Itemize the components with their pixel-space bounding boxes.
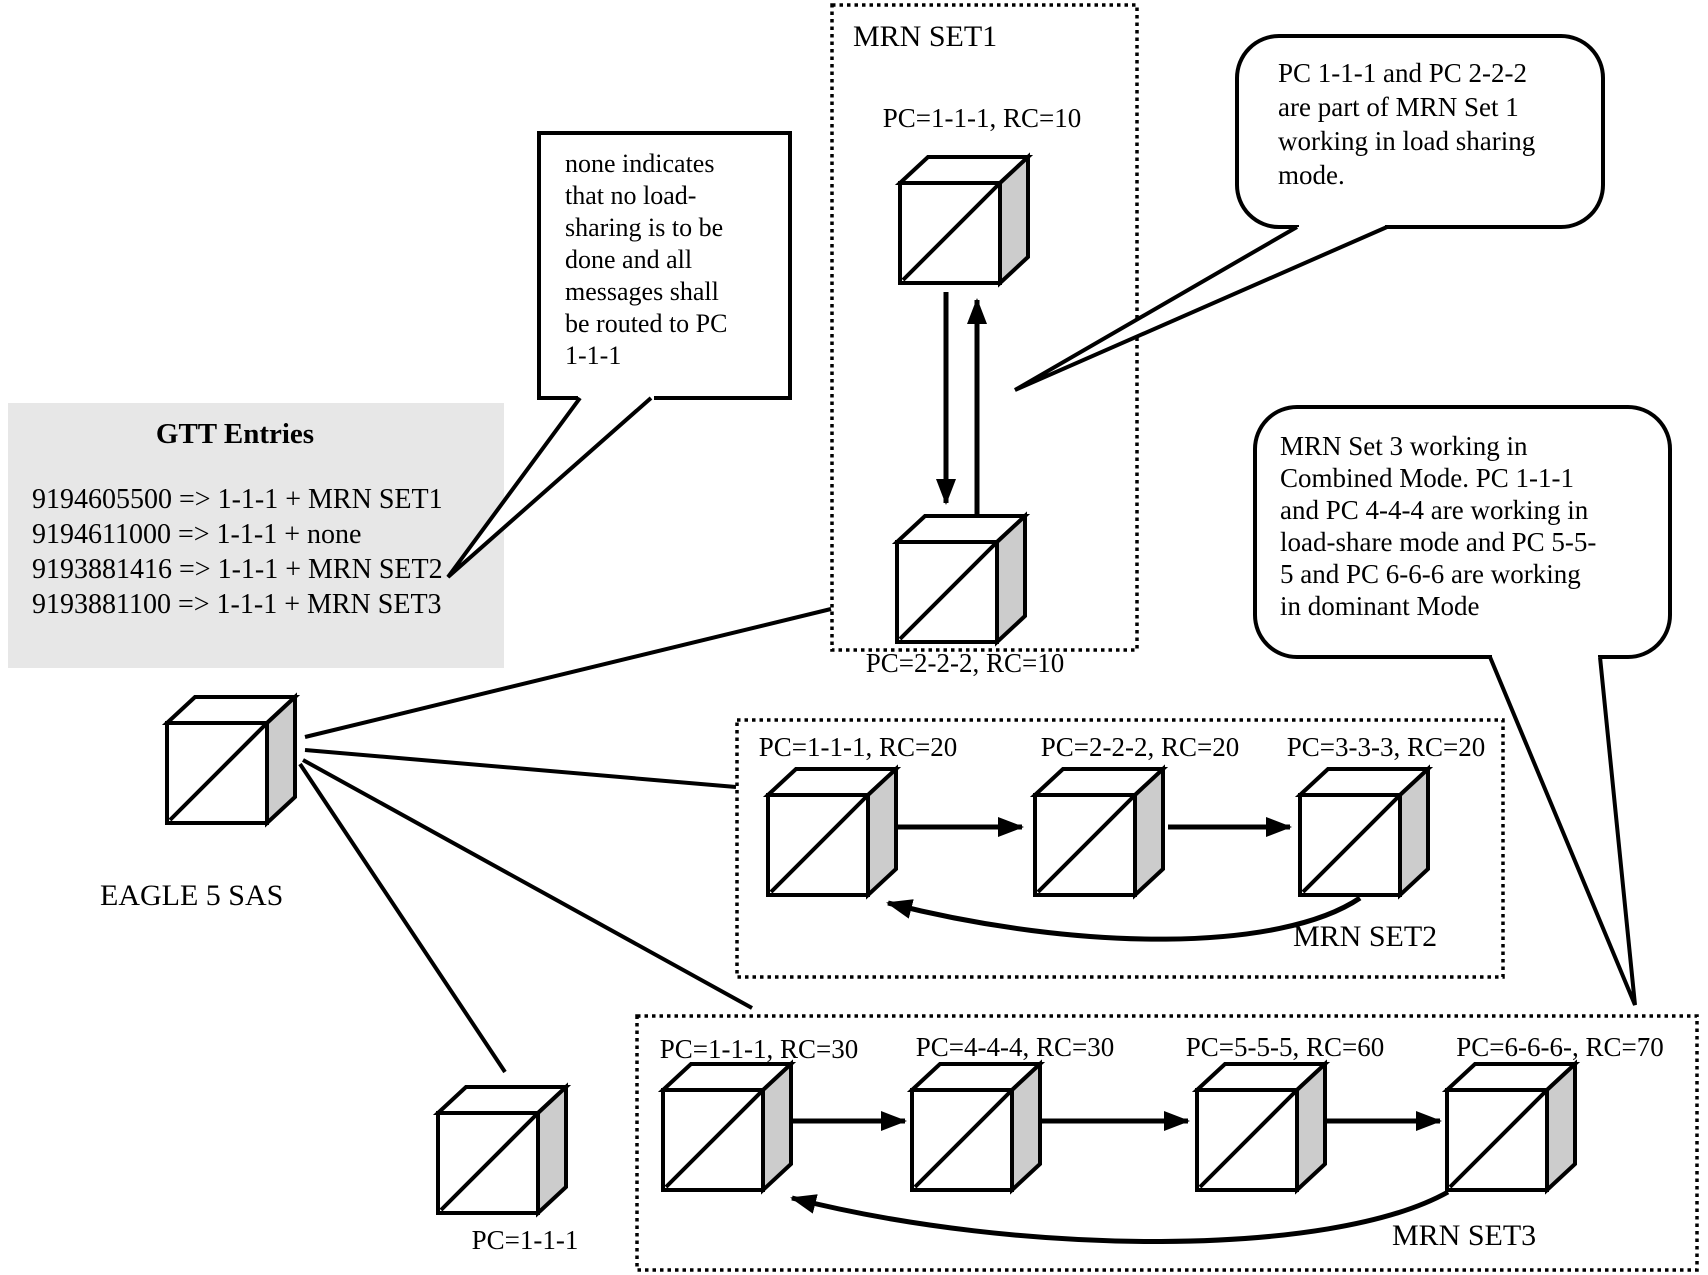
bubble-line: load-share mode and PC 5-5- [1280, 527, 1596, 557]
mrn-set3-border [635, 1014, 1699, 1272]
node-cube-pc444-rc30 [910, 1062, 1042, 1192]
speech-bubble-set1: PC 1-1-1 and PC 2-2-2 are part of MRN Se… [1013, 34, 1605, 392]
bubble-set1-text: PC 1-1-1 and PC 2-2-2 are part of MRN Se… [1278, 58, 1535, 190]
callout-line: none indicates [565, 149, 714, 178]
node-cube-pc333-rc20 [1298, 767, 1430, 897]
arrow-return-loop [790, 1189, 1450, 1244]
arrow-return-loop [886, 895, 1362, 942]
standalone-node-label: PC=1-1-1 [472, 1225, 579, 1255]
callout-line: done and all [565, 245, 692, 274]
gtt-entry: 9193881416 => 1-1-1 + MRN SET2 [32, 554, 443, 585]
mrn-set3-node3-label: PC=5-5-5, RC=60 [1186, 1032, 1384, 1062]
gtt-entry: 9194611000 => 1-1-1 + none [32, 519, 361, 550]
mrn-set2-node1-label: PC=1-1-1, RC=20 [759, 732, 957, 762]
node-cube-eagle [165, 695, 297, 825]
mrn-set2-title: MRN SET2 [1293, 920, 1437, 953]
bubble-line: are part of MRN Set 1 [1278, 92, 1519, 122]
bubble-set1-box [1235, 34, 1605, 229]
mrn-set3-node4-label: PC=6-6-6-, RC=70 [1456, 1032, 1663, 1062]
bubble-line: mode. [1278, 160, 1345, 190]
bubble-line: and PC 4-4-4 are working in [1280, 495, 1589, 525]
bubble-line: in dominant Mode [1280, 591, 1479, 621]
mrn-set3-title: MRN SET3 [1392, 1219, 1536, 1252]
mrn-set1-border [830, 3, 1139, 652]
bubble-line: working in load sharing [1278, 126, 1535, 156]
link-eagle-to-mrn-set2 [304, 748, 737, 789]
callout-line: sharing is to be [565, 213, 723, 242]
callout-none-tail [446, 396, 653, 579]
mrn-set3-group: PC=1-1-1, RC=30 PC=4-4-4, RC=30 PC=5-5-5… [635, 1014, 1699, 1272]
eagle-links [298, 607, 832, 1074]
bubble-line: 5 and PC 6-6-6 are working [1280, 559, 1581, 589]
gtt-panel-bg [8, 403, 504, 668]
callout-none-box [537, 131, 792, 400]
eagle-label: EAGLE 5 SAS [100, 879, 283, 912]
speech-bubble-set3: MRN Set 3 working in Combined Mode. PC 1… [1253, 405, 1672, 1006]
callout-line: messages shall [565, 277, 719, 306]
mrn-set2-border [735, 718, 1505, 979]
mrn-set2-group: PC=1-1-1, RC=20 PC=2-2-2, RC=20 PC=3-3-3… [735, 718, 1505, 979]
link-eagle-to-mrn-set1 [304, 607, 832, 739]
mrn-set3-node2-label: PC=4-4-4, RC=30 [916, 1032, 1114, 1062]
bubble-line: MRN Set 3 working in [1280, 431, 1528, 461]
bubble-line: PC 1-1-1 and PC 2-2-2 [1278, 58, 1527, 88]
callout-none: none indicates that no load- sharing is … [446, 131, 792, 579]
bubble-set3-box [1253, 405, 1672, 659]
mrn-set3-node1-label: PC=1-1-1, RC=30 [660, 1034, 858, 1064]
link-eagle-to-pc111 [298, 762, 507, 1074]
bubble-set3-tail [1488, 656, 1637, 1006]
node-cube-pc222-rc10 [895, 514, 1027, 644]
eagle-node-group: EAGLE 5 SAS [100, 695, 297, 912]
bubble-line: Combined Mode. PC 1-1-1 [1280, 463, 1574, 493]
mrn-set1-title: MRN SET1 [853, 20, 997, 53]
callout-line: 1-1-1 [565, 341, 621, 370]
node-cube-pc111-rc30 [661, 1062, 793, 1192]
mrn-set1-node1-label: PC=1-1-1, RC=10 [883, 103, 1081, 133]
mrn-set2-node3-label: PC=3-3-3, RC=20 [1287, 732, 1485, 762]
node-cube-pc555-rc60 [1195, 1062, 1327, 1192]
mrn-set1-node2-label: PC=2-2-2, RC=10 [866, 648, 1064, 678]
bubble-set3-text: MRN Set 3 working in Combined Mode. PC 1… [1280, 431, 1596, 621]
node-cube-pc111-rc20 [766, 767, 898, 897]
gtt-title: GTT Entries [156, 418, 314, 450]
gtt-entries-panel: GTT Entries 9194605500 => 1-1-1 + MRN SE… [8, 403, 504, 668]
link-eagle-to-mrn-set3 [302, 758, 753, 1010]
gtt-entry: 9193881100 => 1-1-1 + MRN SET3 [32, 589, 442, 620]
callout-line: be routed to PC [565, 309, 728, 338]
mrn-set1-group: MRN SET1 PC=1-1-1, RC=10 PC=2-2-2, RC=10 [830, 3, 1139, 678]
node-cube-pc666-rc70 [1445, 1062, 1577, 1192]
node-cube-pc111 [436, 1085, 568, 1215]
callout-none-text: none indicates that no load- sharing is … [565, 149, 728, 370]
node-cube-pc111-rc10 [898, 155, 1030, 285]
callout-line: that no load- [565, 181, 696, 210]
gtt-entry: 9194605500 => 1-1-1 + MRN SET1 [32, 484, 443, 515]
bubble-set1-tail [1013, 225, 1388, 392]
standalone-node-group: PC=1-1-1 [436, 1085, 579, 1255]
mrn-set2-node2-label: PC=2-2-2, RC=20 [1041, 732, 1239, 762]
node-cube-pc222-rc20 [1033, 767, 1165, 897]
